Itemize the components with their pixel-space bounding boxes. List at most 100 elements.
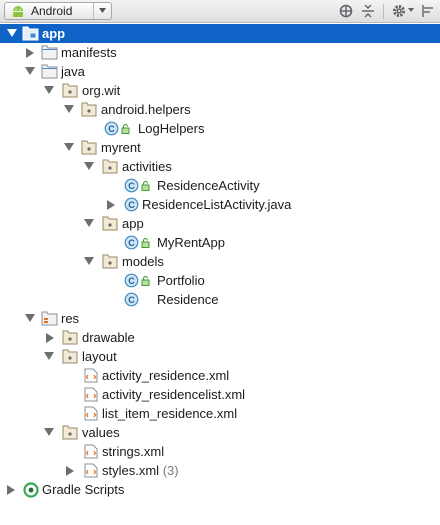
tree-item-styles-xml[interactable]: styles.xml (3) (0, 461, 440, 480)
tree-item-label: LogHelpers (138, 121, 205, 136)
expand-arrow-icon[interactable] (44, 86, 54, 94)
tree-item-list-item-residence-xml[interactable]: list_item_residence.xml (0, 404, 440, 423)
lock-open-icon (141, 276, 150, 286)
lock-open-icon (121, 124, 130, 134)
tree-item-myrentapp[interactable]: C MyRentApp (0, 233, 440, 252)
tree-item-org-wit[interactable]: org.wit (0, 81, 440, 100)
tree-item-models[interactable]: models (0, 252, 440, 271)
view-selector-dropdown[interactable]: Android (4, 2, 112, 20)
tree-item-app-package[interactable]: app (0, 214, 440, 233)
tree-item-label: app (42, 26, 66, 41)
tree-item-activity-residence-xml[interactable]: activity_residence.xml (0, 366, 440, 385)
svg-text:C: C (128, 200, 135, 210)
collapsed-arrow-icon[interactable] (107, 200, 115, 210)
tree-item-manifests[interactable]: manifests (0, 43, 440, 62)
resource-folder-icon (41, 311, 58, 326)
tree-item-loghelpers[interactable]: C LogHelpers (0, 119, 440, 138)
class-icon: C (104, 121, 119, 136)
folder-icon (41, 64, 58, 79)
tree-item-values[interactable]: values (0, 423, 440, 442)
tree-item-label: java (61, 64, 85, 79)
expand-arrow-icon[interactable] (44, 352, 54, 360)
tree-item-res[interactable]: res (0, 309, 440, 328)
tree-item-label: activity_residencelist.xml (102, 387, 246, 402)
project-tree: app manifests java org.wit a (0, 23, 440, 525)
hide-panel-icon[interactable] (420, 3, 434, 19)
tree-item-label: myrent (101, 140, 141, 155)
tree-item-gradle-scripts[interactable]: Gradle Scripts (0, 480, 440, 499)
tree-item-label: ResidenceListActivity.java (142, 197, 292, 212)
tree-item-android-helpers[interactable]: android.helpers (0, 100, 440, 119)
chevron-down-icon[interactable] (408, 8, 414, 13)
collapsed-arrow-icon[interactable] (66, 466, 74, 476)
xml-file-icon (84, 368, 98, 383)
package-icon (102, 159, 118, 174)
tree-item-java[interactable]: java (0, 62, 440, 81)
tree-item-drawable[interactable]: drawable (0, 328, 440, 347)
package-icon (62, 349, 78, 364)
package-icon (62, 425, 78, 440)
class-icon: C (124, 273, 139, 288)
tree-item-label: Gradle Scripts (42, 482, 125, 497)
view-selector-label: Android (31, 4, 73, 18)
tree-item-label: MyRentApp (157, 235, 225, 250)
tree-item-label: Residence (157, 292, 219, 307)
tree-item-label: values (82, 425, 120, 440)
tree-item-residencelistactivity[interactable]: C ResidenceListActivity.java (0, 195, 440, 214)
xml-file-icon (84, 387, 98, 402)
package-icon (81, 102, 97, 117)
expand-arrow-icon[interactable] (84, 219, 94, 227)
expand-arrow-icon[interactable] (64, 143, 74, 151)
tree-item-label: manifests (61, 45, 117, 60)
class-icon: C (124, 178, 139, 193)
tree-item-label: activities (122, 159, 172, 174)
tree-item-label: list_item_residence.xml (102, 406, 238, 421)
project-toolbar: Android (0, 0, 440, 23)
lock-open-icon (141, 238, 150, 248)
tree-item-label: activity_residence.xml (102, 368, 230, 383)
module-folder-icon (22, 26, 39, 41)
expand-arrow-icon[interactable] (44, 428, 54, 436)
collapse-all-icon[interactable] (360, 3, 376, 19)
tree-item-activity-residencelist-xml[interactable]: activity_residencelist.xml (0, 385, 440, 404)
collapsed-arrow-icon[interactable] (7, 485, 15, 495)
chevron-down-icon[interactable] (93, 3, 111, 19)
package-icon (81, 140, 97, 155)
xml-file-icon (84, 463, 98, 478)
expand-arrow-icon[interactable] (25, 314, 35, 322)
expand-arrow-icon[interactable] (84, 257, 94, 265)
tree-item-label: res (61, 311, 80, 326)
expand-arrow-icon[interactable] (64, 105, 74, 113)
expand-arrow-icon[interactable] (7, 29, 17, 37)
package-icon (102, 254, 118, 269)
tree-item-app[interactable]: app (0, 24, 440, 43)
tree-item-residence[interactable]: C Residence (0, 290, 440, 309)
gear-icon[interactable] (391, 3, 407, 19)
collapsed-arrow-icon[interactable] (46, 333, 54, 343)
tree-item-label: drawable (82, 330, 135, 345)
package-icon (62, 83, 78, 98)
xml-file-icon (84, 444, 98, 459)
tree-item-strings-xml[interactable]: strings.xml (0, 442, 440, 461)
class-icon: C (124, 292, 139, 307)
collapsed-arrow-icon[interactable] (26, 48, 34, 58)
tree-item-residenceactivity[interactable]: C ResidenceActivity (0, 176, 440, 195)
tree-item-label: app (122, 216, 144, 231)
class-icon: C (124, 235, 139, 250)
svg-text:C: C (128, 181, 135, 191)
variant-count: (3) (162, 463, 179, 478)
folder-icon (41, 45, 58, 60)
svg-text:C: C (128, 295, 135, 305)
expand-arrow-icon[interactable] (25, 67, 35, 75)
toolbar-separator (383, 4, 384, 19)
tree-item-label: styles.xml (3) (102, 463, 179, 478)
tree-item-myrent[interactable]: myrent (0, 138, 440, 157)
sync-icon[interactable] (338, 3, 354, 19)
tree-item-label: models (122, 254, 164, 269)
class-icon: C (124, 197, 139, 212)
tree-item-portfolio[interactable]: C Portfolio (0, 271, 440, 290)
tree-item-label: Portfolio (157, 273, 205, 288)
tree-item-layout[interactable]: layout (0, 347, 440, 366)
tree-item-activities[interactable]: activities (0, 157, 440, 176)
expand-arrow-icon[interactable] (84, 162, 94, 170)
